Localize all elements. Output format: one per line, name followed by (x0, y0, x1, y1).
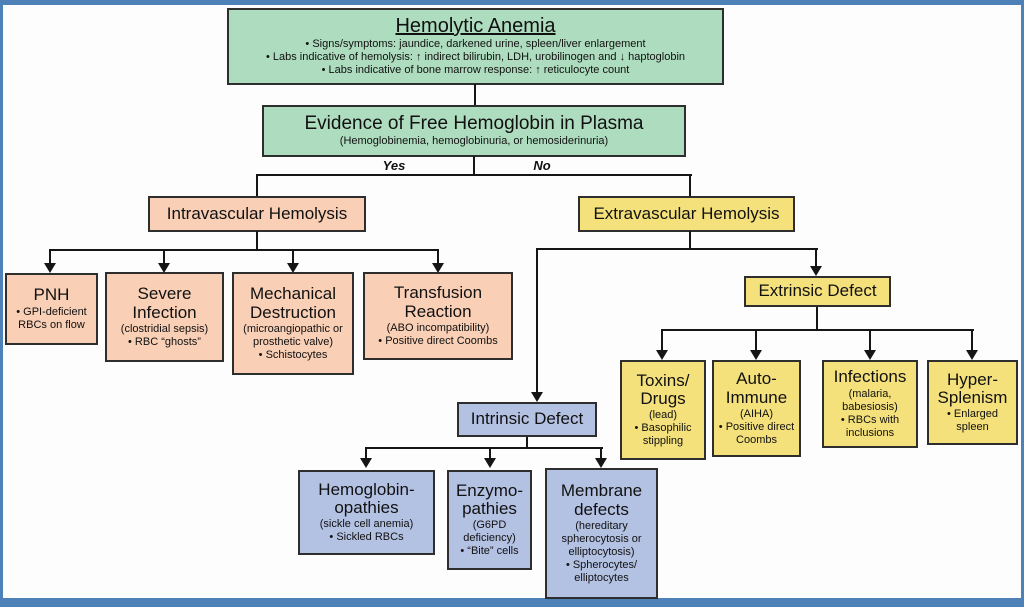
node-hemolytic-anemia: Hemolytic Anemia • Signs/symptoms: jaund… (227, 8, 724, 85)
connector-line (661, 329, 974, 331)
node-title: Transfusion Reaction (393, 283, 483, 321)
node-title: PNH (33, 285, 70, 305)
connector-line (869, 329, 871, 350)
connector-line (256, 231, 258, 251)
arrowhead-icon (432, 263, 444, 273)
node-details: (ABO incompatibility) • Positive direct … (378, 321, 498, 347)
node-details: (hereditary spherocytosis or elliptocyto… (561, 519, 642, 584)
connector-line (815, 248, 817, 266)
node-hemoglobinopathies: Hemoglobin- opathies (sickle cell anemia… (298, 470, 435, 555)
branch-label-yes: Yes (382, 158, 406, 173)
node-extravascular-hemolysis: Extravascular Hemolysis (578, 196, 795, 232)
arrowhead-icon (750, 350, 762, 360)
node-details: (Hemoglobinemia, hemoglobinuria, or hemo… (339, 135, 609, 148)
connector-line (689, 174, 691, 196)
connector-line (536, 248, 538, 392)
frame-top (0, 0, 1024, 5)
node-details: (lead) • Basophilic stippling (634, 409, 692, 448)
node-severe-infection: Severe Infection (clostridial sepsis) • … (105, 272, 224, 362)
arrowhead-icon (531, 392, 543, 402)
frame-bottom (0, 598, 1024, 607)
connector-line (526, 437, 528, 449)
arrowhead-icon (966, 350, 978, 360)
connector-line (49, 249, 439, 251)
node-infections: Infections (malaria, babesiosis) • RBCs … (822, 360, 918, 448)
arrowhead-icon (810, 266, 822, 276)
node-title: Hemolytic Anemia (395, 14, 556, 37)
node-title: Membrane defects (560, 481, 643, 519)
node-title: Auto- Immune (725, 369, 788, 407)
connector-line (600, 447, 602, 458)
connector-line (489, 447, 491, 458)
node-membrane-defects: Membrane defects (hereditary spherocytos… (545, 468, 658, 599)
connector-line (163, 249, 165, 263)
node-details: • Signs/symptoms: jaundice, darkened uri… (265, 38, 686, 77)
node-details: (malaria, babesiosis) • RBCs with inclus… (840, 387, 900, 439)
connector-line (816, 307, 818, 331)
node-intrinsic-defect: Intrinsic Defect (457, 402, 597, 437)
node-details: • Enlarged spleen (947, 408, 998, 434)
node-title: Extrinsic Defect (758, 281, 877, 301)
node-mechanical-destruction: Mechanical Destruction (microangiopathic… (232, 272, 354, 375)
node-toxins-drugs: Toxins/ Drugs (lead) • Basophilic stippl… (620, 360, 706, 460)
arrowhead-icon (484, 458, 496, 468)
connector-line (536, 248, 818, 250)
node-title: Intrinsic Defect (470, 409, 584, 429)
connector-line (256, 174, 692, 176)
connector-line (437, 249, 439, 263)
node-title: Evidence of Free Hemoglobin in Plasma (304, 112, 644, 134)
branch-label-no: No (533, 158, 551, 173)
node-title: Extravascular Hemolysis (593, 203, 780, 223)
node-title: Mechanical Destruction (250, 284, 336, 322)
node-evidence-free-hemoglobin: Evidence of Free Hemoglobin in Plasma (H… (262, 105, 686, 157)
node-intravascular-hemolysis: Intravascular Hemolysis (148, 196, 366, 232)
connector-line (365, 447, 603, 449)
frame-right (1021, 0, 1024, 607)
connector-line (365, 447, 367, 458)
node-hyper-splenism: Hyper- Splenism • Enlarged spleen (927, 360, 1018, 445)
connector-line (474, 84, 476, 105)
node-details: (AIHA) • Positive direct Coombs (718, 407, 795, 446)
arrowhead-icon (158, 263, 170, 273)
node-details: (sickle cell anemia) • Sickled RBCs (319, 518, 414, 544)
node-enzymopathies: Enzymo- pathies (G6PD deficiency) • “Bit… (447, 470, 532, 570)
node-title: Hyper- Splenism (937, 369, 1008, 408)
node-details: (microangiopathic or prosthetic valve) •… (243, 322, 343, 361)
node-details: (G6PD deficiency) • “Bite” cells (460, 519, 519, 558)
node-details: (clostridial sepsis) • RBC “ghosts” (120, 322, 209, 348)
node-transfusion-reaction: Transfusion Reaction (ABO incompatibilit… (363, 272, 513, 360)
node-title: Severe Infection (132, 284, 197, 322)
arrowhead-icon (595, 458, 607, 468)
connector-line (661, 329, 663, 350)
arrowhead-icon (287, 263, 299, 273)
node-auto-immune: Auto- Immune (AIHA) • Positive direct Co… (712, 360, 801, 457)
node-title: Enzymo- pathies (455, 480, 524, 519)
arrowhead-icon (44, 263, 56, 273)
connector-line (689, 231, 691, 250)
node-title: Infections (833, 367, 907, 387)
connector-line (971, 329, 973, 350)
connector-line (755, 329, 757, 350)
node-title: Hemoglobin- opathies (318, 479, 415, 518)
node-details: • GPI-deficient RBCs on flow (16, 305, 87, 331)
connector-line (473, 156, 475, 176)
arrowhead-icon (864, 350, 876, 360)
node-title: Intravascular Hemolysis (166, 203, 348, 223)
arrowhead-icon (360, 458, 372, 468)
frame-left (0, 0, 3, 607)
connector-line (292, 249, 294, 263)
node-title: Toxins/ Drugs (636, 370, 690, 409)
connector-line (256, 174, 258, 196)
node-pnh: PNH • GPI-deficient RBCs on flow (5, 273, 98, 345)
connector-line (49, 249, 51, 263)
node-extrinsic-defect: Extrinsic Defect (744, 276, 891, 307)
arrowhead-icon (656, 350, 668, 360)
